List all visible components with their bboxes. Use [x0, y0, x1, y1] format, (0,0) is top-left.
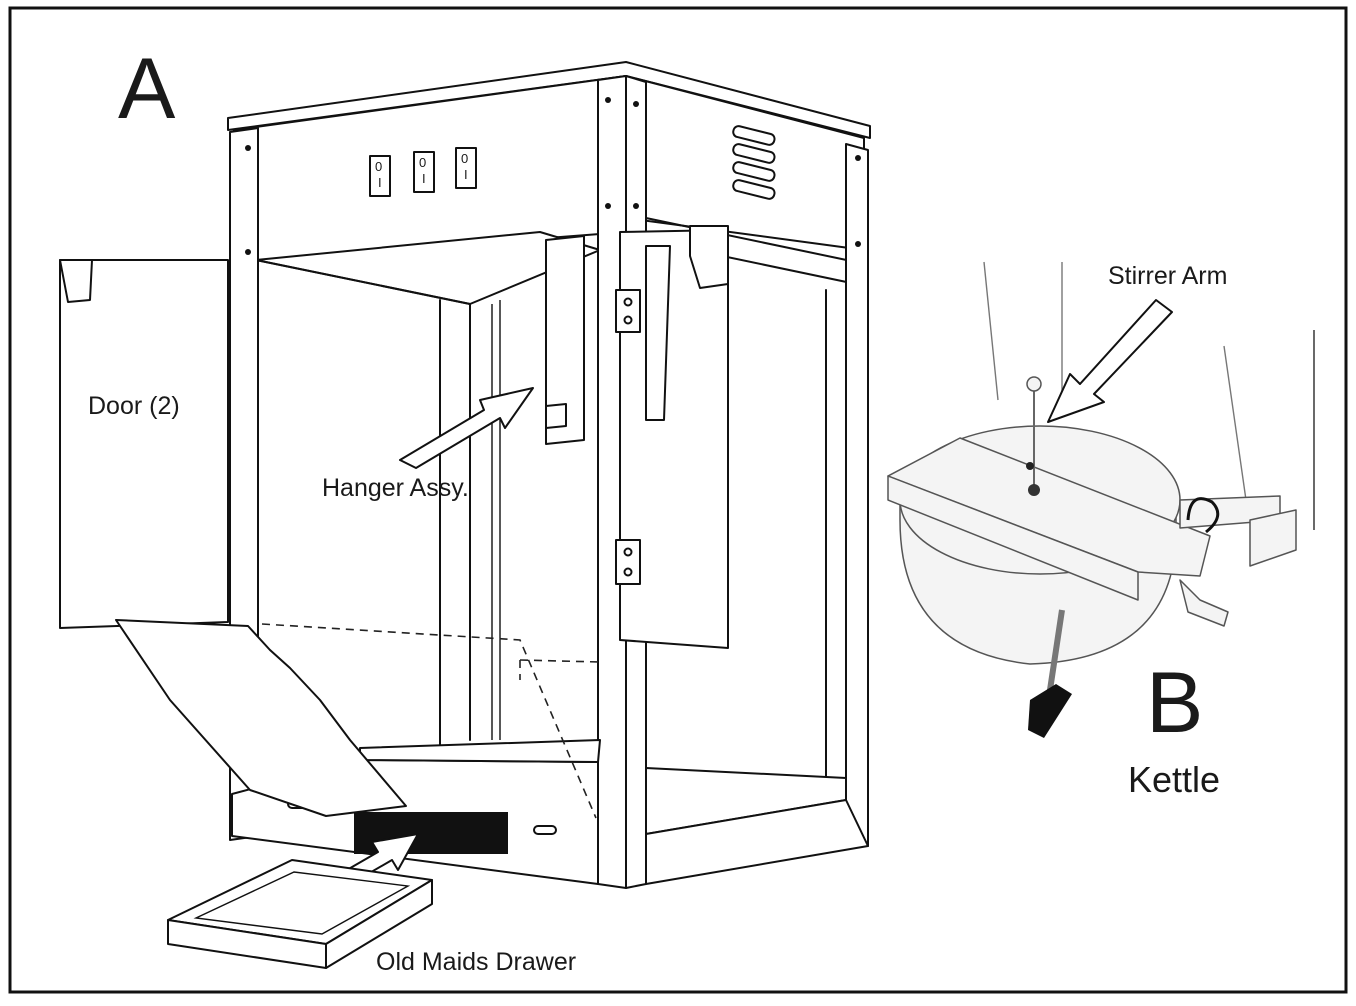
switch-3-top-text: 0 — [461, 151, 469, 166]
door-tab-left — [59, 259, 93, 303]
cabinet-roof — [227, 61, 871, 139]
stirrer-label: Stirrer Arm — [1108, 262, 1228, 290]
drawer-label: Old Maids Drawer — [376, 948, 577, 976]
switch-3[interactable] — [455, 147, 477, 189]
door-tab — [689, 225, 729, 289]
side-base-skirt — [645, 799, 869, 885]
hinge-upper — [615, 289, 641, 333]
switch-1-top-text: 0 — [375, 159, 383, 174]
old-maids-drawer — [167, 859, 433, 969]
kettle-label: Kettle — [1128, 759, 1221, 800]
switch-1[interactable] — [369, 155, 391, 197]
switch-3-bottom-text: I — [464, 167, 468, 182]
stirrer-arrow — [1047, 299, 1173, 423]
cabinet — [59, 61, 871, 889]
view-a-label: A — [118, 41, 176, 137]
kettle-handle-grip — [1028, 684, 1072, 738]
rear-right-post — [845, 143, 869, 847]
drop-front-panel — [115, 619, 407, 817]
switch-panel — [369, 147, 477, 197]
diagram-border — [8, 6, 1348, 994]
hanger-label: Hanger Assy. — [322, 474, 469, 502]
switch-2-bottom-text: I — [422, 171, 426, 186]
door-label: Door (2) — [88, 392, 180, 420]
hanger-arrow — [399, 387, 534, 469]
switch-2-top-text: 0 — [419, 155, 427, 170]
hanger-bracket — [545, 235, 585, 445]
kettle-illustration — [887, 261, 1315, 738]
hinge-lower — [615, 539, 641, 585]
view-b-label: B — [1146, 655, 1204, 751]
switch-2[interactable] — [413, 151, 435, 193]
door-panel — [59, 259, 229, 629]
vent-slots — [732, 125, 776, 200]
switch-1-bottom-text: I — [378, 175, 382, 190]
